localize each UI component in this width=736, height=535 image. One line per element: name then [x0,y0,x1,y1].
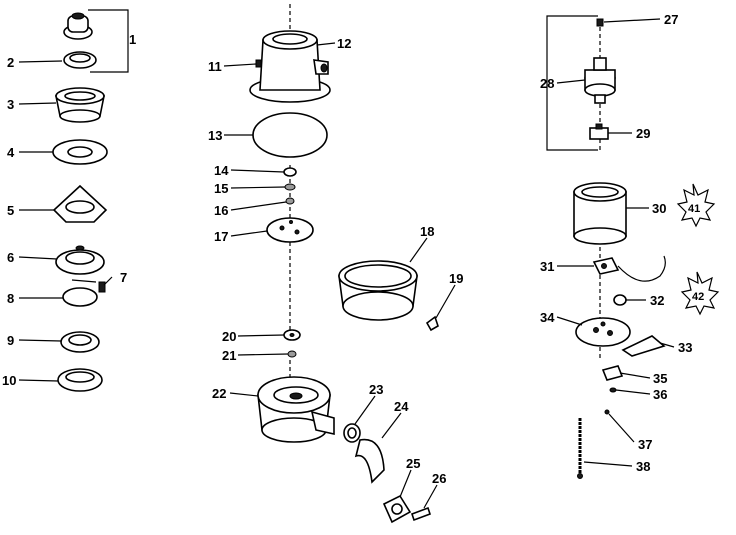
callout-29: 29 [636,126,650,141]
callout-26: 26 [432,471,446,486]
callout-25: 25 [406,456,420,471]
callout-32: 32 [650,293,664,308]
center-column-parts [249,4,439,524]
part-22-lower-housing [257,376,335,443]
part-32-knob [613,294,627,306]
part-28-switch [584,57,616,104]
part-27-screw [596,18,604,27]
part-19-clip [425,315,439,332]
maple-leaf-41-label: 41 [688,203,700,215]
part-8-snap-ring [62,287,98,307]
part-34-rotor-disk [575,317,631,347]
part-7-screw [71,279,106,293]
leader-lines [18,18,675,509]
callout-11: 11 [208,59,222,74]
callout-6: 6 [7,250,14,265]
part-11-screw [255,59,262,68]
callout-20: 20 [222,329,236,344]
part-33-plate [621,335,666,357]
part-3-flange [55,87,105,123]
callout-5: 5 [7,203,14,218]
part-14-washer [283,167,297,177]
part-24-elbow [354,438,385,484]
part-25-flange [382,494,412,524]
callout-15: 15 [214,181,228,196]
right-column-parts [546,15,720,479]
part-16-washer [285,197,295,205]
callout-12: 12 [337,36,351,51]
maple-leaf-41-icon [676,183,716,228]
part-23-gasket [343,423,361,443]
callout-10: 10 [2,373,16,388]
callout-34: 34 [540,310,555,325]
callout-22: 22 [212,386,226,401]
part-5-mounting-plate [52,184,108,223]
part-18-shredder-ring [338,260,418,321]
callout-27: 27 [664,12,678,27]
callout-31: 31 [540,259,554,274]
part-6-mounting-ring [55,245,105,275]
part-10-clamp-ring [57,368,103,392]
callout-21: 21 [222,348,236,363]
part-35-tag [601,365,624,381]
callout-7: 7 [120,270,127,285]
callout-33: 33 [678,340,692,355]
part-31-cord-bracket [592,255,666,282]
callout-24: 24 [394,399,409,414]
part-1-stopper [63,12,93,40]
callout-17: 17 [214,229,228,244]
maple-leaf-42-icon [680,271,720,316]
callout-23: 23 [369,382,383,397]
part-21-cap [287,350,297,358]
part-12-hopper [249,30,331,103]
callout-4: 4 [7,145,15,160]
callout-2: 2 [7,55,14,70]
callout-35: 35 [653,371,667,386]
part-4-gasket [52,139,108,165]
part-13-gasket [252,112,328,158]
callout-28: 28 [540,76,554,91]
callout-13: 13 [208,128,222,143]
maple-leaf-42-label: 42 [692,291,704,303]
part-37-screw [604,409,610,415]
part-36-washer [609,387,617,393]
part-30-motor-housing [573,182,627,245]
callout-8: 8 [7,291,14,306]
part-29-actuator [589,123,609,140]
callout-19: 19 [449,271,463,286]
part-9-baffle [60,331,100,353]
part-38-rod [577,418,583,479]
callout-3: 3 [7,97,14,112]
callout-37: 37 [638,437,652,452]
callout-30: 30 [652,201,666,216]
callout-36: 36 [653,387,667,402]
callout-38: 38 [636,459,650,474]
part-2-ring [63,51,97,69]
part-20-washer [283,329,301,341]
callout-9: 9 [7,333,14,348]
callout-1: 1 [129,32,136,47]
part-15-nut [284,183,296,191]
callout-18: 18 [420,224,434,239]
part-17-rotor-plate [266,217,314,243]
callout-16: 16 [214,203,228,218]
left-column-parts [52,9,129,392]
callout-14: 14 [214,163,229,178]
part-26-bolt [410,506,432,522]
callout-labels: 1 2 3 4 5 6 7 8 9 10 11 12 13 14 15 16 1… [2,12,704,486]
